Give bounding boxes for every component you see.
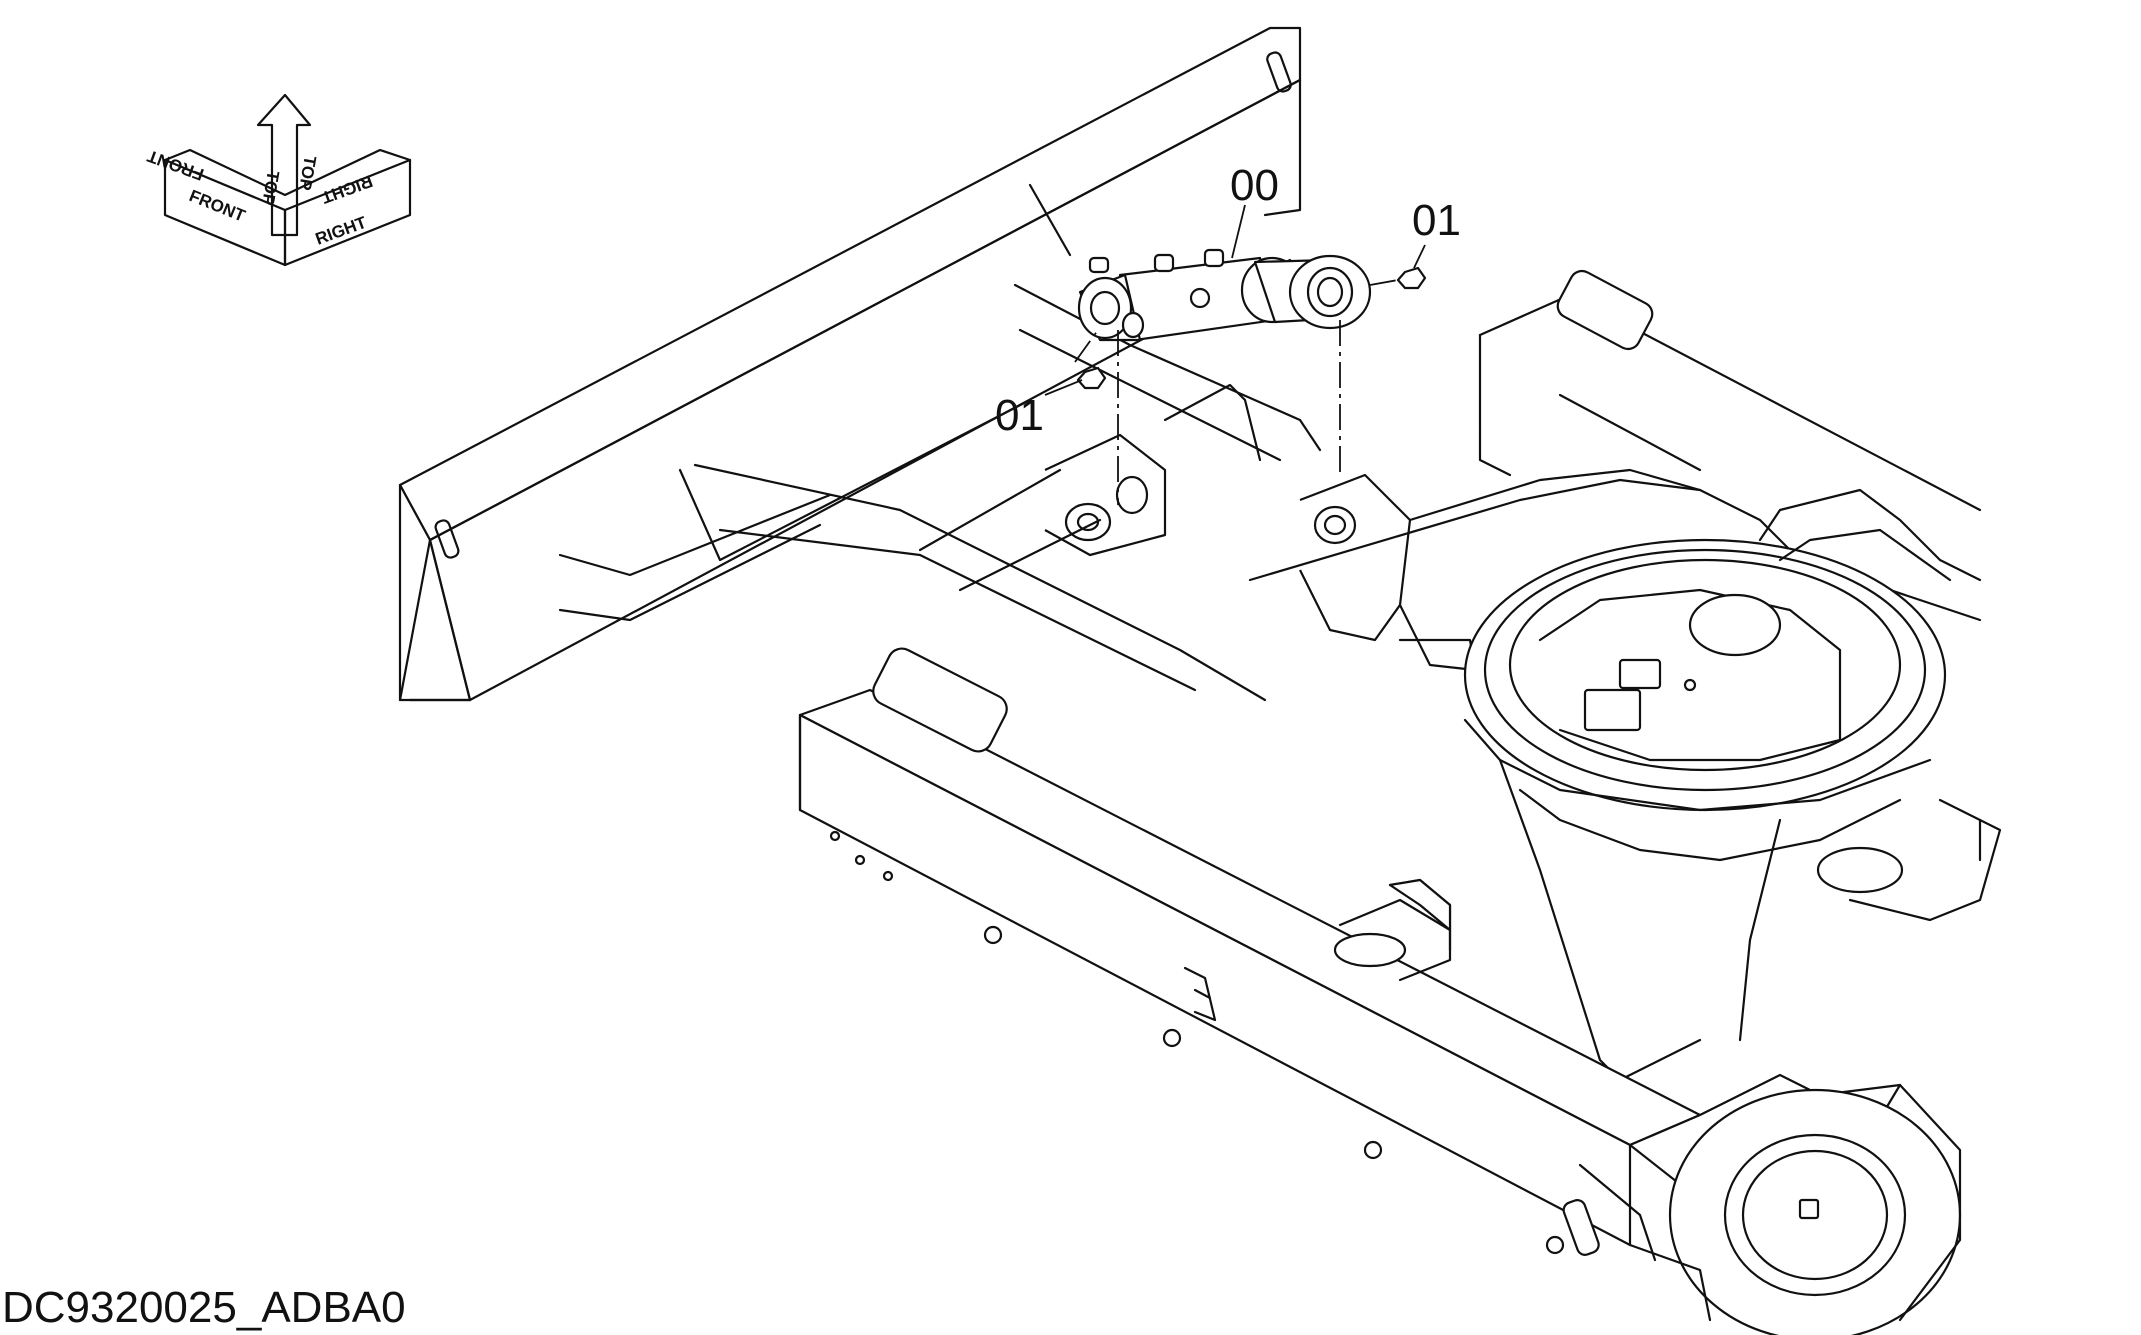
bolts (1074, 266, 1427, 390)
callout-leaders (1044, 204, 1426, 396)
compass-label-right-1: RIGHT (318, 171, 375, 207)
compass-label-top-1: TOP (258, 169, 283, 206)
dozer-blade (398, 26, 1302, 702)
blade-arms (693, 283, 1322, 702)
orientation-indicator: FRONT FRONT TOP TOP RIGHT RIGHT (144, 93, 412, 267)
callout-00: 00 (1230, 161, 1279, 210)
left-track-frame (798, 647, 1702, 1255)
compass-label-top-2: TOP (295, 154, 320, 191)
undercarriage-frame (1248, 478, 2002, 1082)
compass-label-front-1: FRONT (144, 146, 206, 184)
bolt-left (1076, 366, 1107, 390)
compass-right-face (283, 158, 412, 267)
blade-mount-right (1299, 468, 1702, 677)
track-end-sprocket (1562, 1073, 1962, 1335)
callout-01-left: 01 (995, 391, 1044, 440)
callout-01-right: 01 (1412, 196, 1461, 245)
blade-cylinder (1077, 248, 1372, 505)
bolt-right (1396, 266, 1427, 290)
right-side-frame (1478, 269, 1982, 512)
drawing-id: DC9320025_ADBA0 (2, 1283, 406, 1332)
